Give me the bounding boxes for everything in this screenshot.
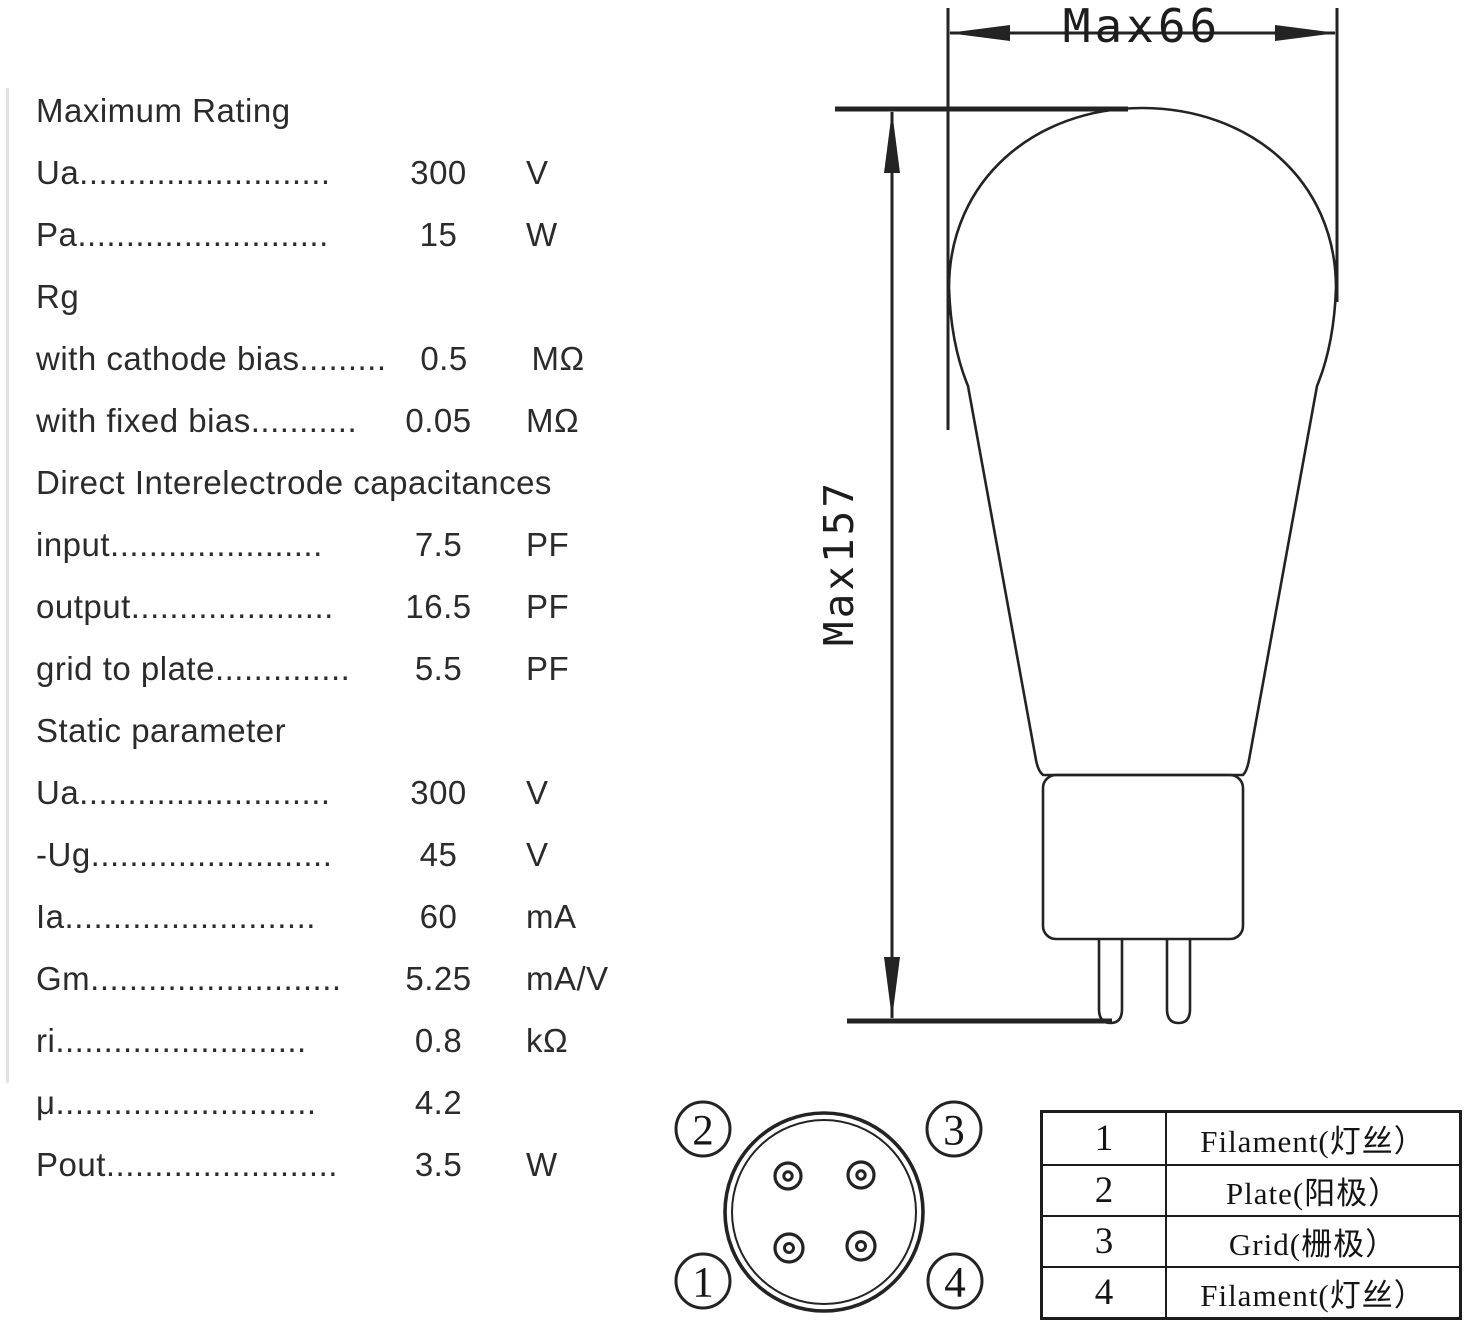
spec-label: ri.......................... [36,1022,307,1059]
spec-value: 16.5 [405,588,472,625]
spec-unit: PF [526,526,570,563]
spec-unit: PF [526,650,570,687]
height-dimension-label: Max157 [815,480,863,646]
spec-value: 0.8 [414,1022,463,1059]
spec-row: Rg [36,266,696,328]
pin-number-cell: 1 [1094,1118,1114,1159]
spec-unit: W [526,1146,558,1183]
pin-label-1: 1 [674,1252,732,1310]
spec-unit: V [526,836,549,873]
spec-value: 5.5 [414,650,463,687]
pin-label-3: 3 [925,1100,983,1158]
pin-number-cell: 2 [1043,1164,1165,1215]
spec-row: Pout........................ 3.5 W [36,1134,696,1196]
base-circle-inner [731,1119,917,1305]
spec-value: 0.05 [405,402,472,439]
spec-row: Ia.......................... 60 mA [36,886,696,948]
spec-row: Maximum Rating [36,80,696,142]
spec-row: Direct Interelectrode capacitances [36,452,696,514]
spec-unit: V [526,774,549,811]
arrowhead-left-icon [948,25,1010,41]
spec-row: μ........................... 4.2 [36,1072,696,1134]
spec-value: 4.2 [414,1084,463,1121]
svg-text:2: 2 [692,1108,714,1155]
arrowhead-down-icon [884,957,900,1019]
spec-row: grid to plate.............. 5.5 PF [36,638,696,700]
pin-function-table: 1 Filament(灯丝） 2 Plate(阳极） 3 Grid(栅极） 4 … [1040,1110,1462,1320]
pin-function-cell: Filament(灯丝） [1165,1113,1459,1164]
spec-value: 300 [410,774,467,811]
arrowhead-up-icon [884,111,900,173]
spec-label: Ia.......................... [36,898,316,935]
pin-label-2: 2 [674,1100,732,1158]
svg-text:1: 1 [692,1260,714,1307]
tube-pin-left [1097,939,1124,1025]
arrowhead-right-icon [1275,25,1337,41]
spec-row: Ua.......................... 300 V [36,142,696,204]
spec-row: with cathode bias......... 0.5 MΩ [36,328,696,390]
pin-4-dot [845,1230,877,1262]
spec-value: 5.25 [405,960,472,997]
spec-label: Pout........................ [36,1146,338,1183]
pin-function-cell: Plate(阳极） [1165,1164,1459,1215]
tube-base-outline [1041,773,1245,941]
spec-row: with fixed bias........... 0.05 MΩ [36,390,696,452]
spec-row: ri.......................... 0.8 kΩ [36,1010,696,1072]
spec-label: output..................... [36,588,334,625]
pin-function-cell: Filament(灯丝） [1165,1266,1459,1317]
spec-label: -Ug......................... [36,836,333,873]
pin-2-dot [773,1161,803,1191]
svg-text:3: 3 [943,1108,965,1155]
spec-value: 60 [419,898,458,935]
spec-unit: V [526,154,549,191]
spec-label: Ua.......................... [36,774,331,811]
spec-label: Pa.......................... [36,216,329,253]
tube-pin-right [1165,939,1192,1025]
spec-unit: W [526,216,558,253]
spec-label: with cathode bias......... [36,340,387,377]
spec-value: 45 [419,836,458,873]
spec-row: Static parameter [36,700,696,762]
pin-function-cell: Grid(栅极） [1165,1215,1459,1266]
spec-row: input...................... 7.5 PF [36,514,696,576]
pin-label-4: 4 [926,1252,984,1310]
pin-number-cell: 3 [1043,1215,1165,1266]
spec-label: Gm.......................... [36,960,342,997]
left-edge-divider [6,88,9,1083]
spec-unit: MΩ [526,402,580,439]
svg-text:4: 4 [944,1260,966,1307]
spec-value: 0.5 [420,340,468,377]
spec-section-title: Direct Interelectrode capacitances [36,464,552,501]
spec-label: Ua.......................... [36,154,331,191]
spec-row: Ua.......................... 300 V [36,762,696,824]
pin-number-cell: 4 [1043,1266,1165,1317]
spec-section-title: Static parameter [36,712,287,749]
spec-row: Gm.......................... 5.25 mA/V [36,948,696,1010]
pin-1-dot [773,1232,805,1264]
spec-section-title: Maximum Rating [36,92,291,129]
spec-list: Maximum Rating Ua.......................… [36,80,696,1196]
spec-unit: PF [526,588,570,625]
spec-label: with fixed bias........... [36,402,358,439]
tube-envelope-outline [947,106,1338,777]
spec-label: input...................... [36,526,323,563]
spec-row: output..................... 16.5 PF [36,576,696,638]
spec-value: 15 [419,216,458,253]
spec-unit: MΩ [531,340,585,377]
pin-3-dot [846,1160,876,1190]
width-dimension-label: Max66 [1063,0,1221,53]
spec-value: 300 [410,154,467,191]
spec-unit: mA [526,898,577,935]
spec-unit: kΩ [526,1022,569,1059]
spec-value: 7.5 [414,526,463,563]
spec-value: 3.5 [414,1146,463,1183]
spec-label: grid to plate.............. [36,650,351,687]
base-circle-outer [723,1111,925,1313]
spec-unit: mA/V [526,960,609,997]
spec-row: Pa.......................... 15 W [36,204,696,266]
spec-label: μ........................... [36,1084,317,1121]
spec-label: Rg [36,278,80,315]
spec-row: -Ug......................... 45 V [36,824,696,886]
